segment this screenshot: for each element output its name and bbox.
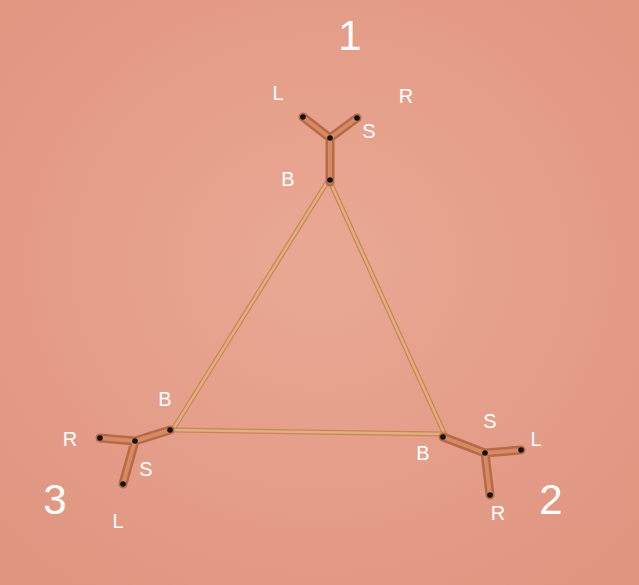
stick-triangle <box>172 184 445 435</box>
corner-number: 1 <box>338 15 361 57</box>
point-letter: B <box>281 169 294 189</box>
point-letter: B <box>158 389 171 409</box>
point-letter: S <box>362 121 375 141</box>
point-letter: L <box>530 429 541 449</box>
point-letter: L <box>112 511 123 531</box>
glue-joint <box>100 117 521 495</box>
glue-joint-highlight <box>100 117 521 495</box>
point-letter: B <box>416 443 429 463</box>
point-letter: R <box>63 429 77 449</box>
point-letter: S <box>483 411 496 431</box>
point-letter: S <box>139 459 152 479</box>
marker-dot <box>97 114 524 498</box>
point-letter: R <box>491 503 505 523</box>
point-letter: R <box>399 86 413 106</box>
corner-number: 3 <box>43 479 66 521</box>
point-letter: L <box>272 83 283 103</box>
corner-number: 2 <box>539 479 562 521</box>
